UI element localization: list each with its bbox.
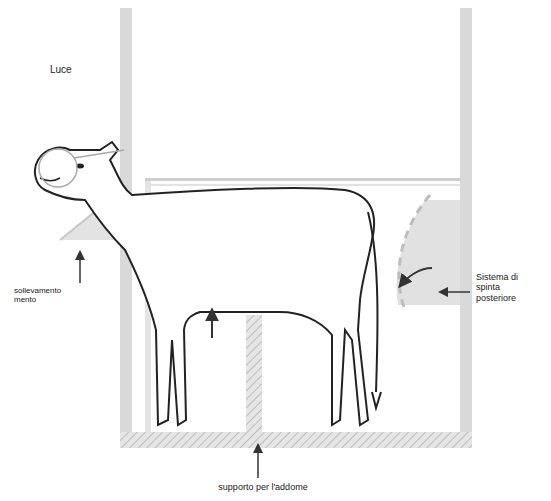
top-rail [145, 178, 461, 181]
push-travel [399, 195, 430, 310]
push-arrow [400, 268, 432, 286]
cow [35, 142, 374, 425]
support-leader [257, 445, 259, 478]
cow-tail [372, 392, 381, 408]
chin-lift-arrow [79, 252, 81, 283]
callout-label: Sistema di spinta posteriore [476, 272, 538, 303]
rear-push-plate [397, 200, 460, 305]
belly-support [246, 315, 262, 433]
halter [39, 149, 77, 187]
floor [120, 432, 472, 448]
top-rail [145, 184, 461, 186]
right-post [460, 8, 472, 446]
callout-label: Luce [50, 64, 90, 76]
lift-arrow [211, 310, 213, 338]
callout-label: supporto per l'addome [208, 482, 318, 492]
push-leader [440, 291, 470, 293]
callout-label: sollevamento mento [14, 286, 76, 304]
cow-tail [368, 212, 378, 392]
halter [74, 150, 124, 158]
